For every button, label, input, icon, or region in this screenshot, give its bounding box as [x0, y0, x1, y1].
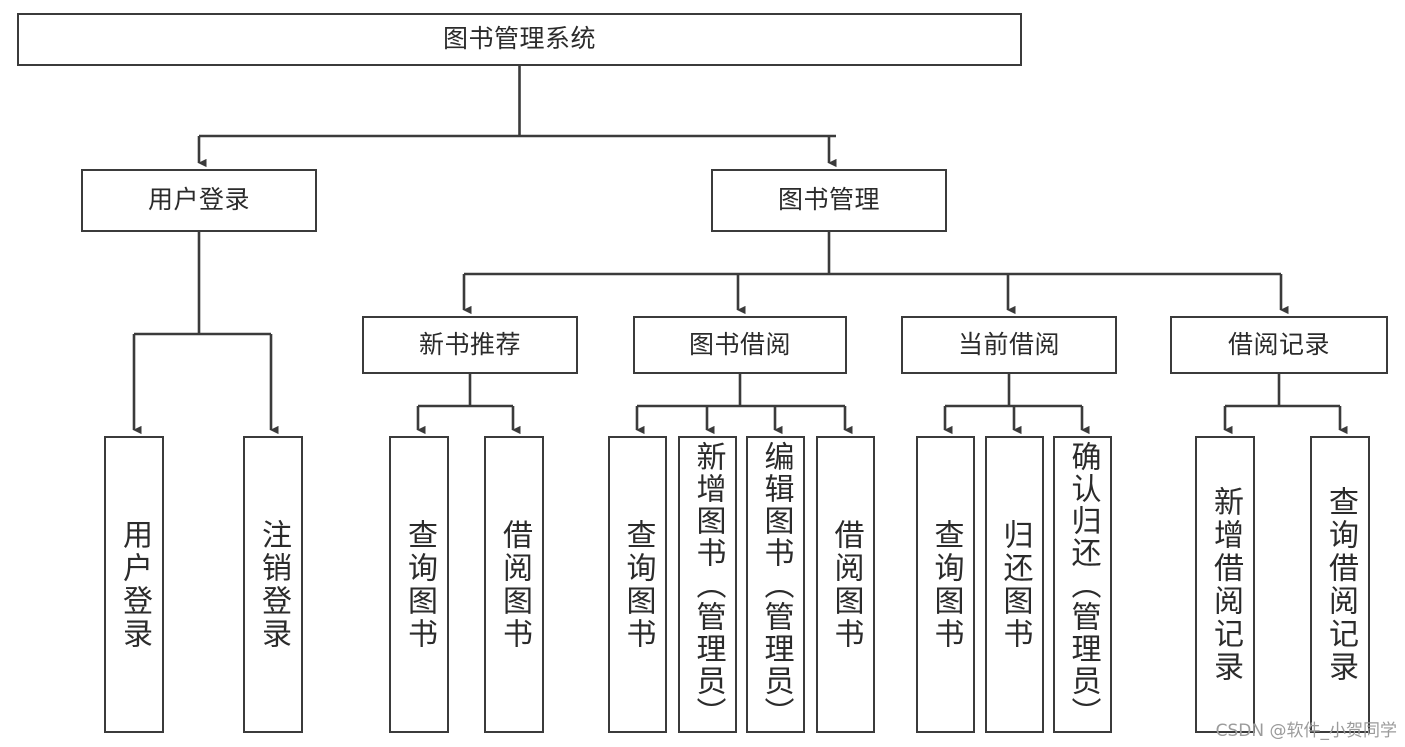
node-label: 用户登录: [147, 185, 250, 215]
node-label: 查询图书: [402, 518, 437, 651]
node-label: 图书管理系统: [442, 24, 596, 54]
watermark-text: CSDN @软件_小贺同学: [1215, 721, 1397, 741]
leaf-borrow-borrow-book[interactable]: 借阅图书: [816, 436, 875, 733]
node-book-borrow[interactable]: 图书借阅: [633, 316, 847, 374]
leaf-borrow-edit-book-admin[interactable]: 编辑图书（管理员）: [746, 436, 805, 733]
node-label: 查询图书: [620, 518, 656, 651]
node-book-management[interactable]: 图书管理: [711, 169, 947, 232]
leaf-new-book-borrow[interactable]: 借阅图书: [484, 436, 544, 733]
node-label: 用户登录: [117, 518, 152, 651]
node-label: 新增借阅记录: [1208, 485, 1243, 684]
node-label: 新增图书（管理员）: [690, 440, 726, 729]
node-borrow-record[interactable]: 借阅记录: [1170, 316, 1388, 374]
node-label: 图书借阅: [688, 329, 791, 359]
leaf-record-query[interactable]: 查询借阅记录: [1310, 436, 1370, 733]
node-new-book-recommend[interactable]: 新书推荐: [362, 316, 578, 374]
node-label: 归还图书: [997, 518, 1033, 651]
node-label: 确认归还（管理员）: [1065, 440, 1101, 729]
node-root-system[interactable]: 图书管理系统: [17, 13, 1022, 66]
leaf-user-login-signout[interactable]: 注销登录: [243, 436, 303, 733]
leaf-record-add[interactable]: 新增借阅记录: [1195, 436, 1255, 733]
node-label: 查询图书: [928, 518, 964, 651]
node-label: 图书管理: [777, 185, 880, 215]
leaf-current-return-book[interactable]: 归还图书: [985, 436, 1044, 733]
node-label: 注销登录: [256, 518, 291, 651]
node-label: 新书推荐: [418, 329, 521, 359]
leaf-borrow-add-book-admin[interactable]: 新增图书（管理员）: [678, 436, 737, 733]
leaf-current-confirm-return-admin[interactable]: 确认归还（管理员）: [1053, 436, 1112, 733]
leaf-new-book-query[interactable]: 查询图书: [389, 436, 449, 733]
leaf-user-login-signin[interactable]: 用户登录: [104, 436, 164, 733]
node-user-login[interactable]: 用户登录: [81, 169, 317, 232]
node-label: 借阅图书: [828, 518, 864, 651]
node-label: 当前借阅: [957, 329, 1060, 359]
node-label: 查询借阅记录: [1323, 485, 1358, 684]
node-label: 编辑图书（管理员）: [758, 440, 794, 729]
leaf-current-query-book[interactable]: 查询图书: [916, 436, 975, 733]
node-label: 借阅图书: [497, 518, 532, 651]
node-current-borrow[interactable]: 当前借阅: [901, 316, 1117, 374]
leaf-borrow-query-book[interactable]: 查询图书: [608, 436, 667, 733]
node-label: 借阅记录: [1227, 329, 1330, 359]
